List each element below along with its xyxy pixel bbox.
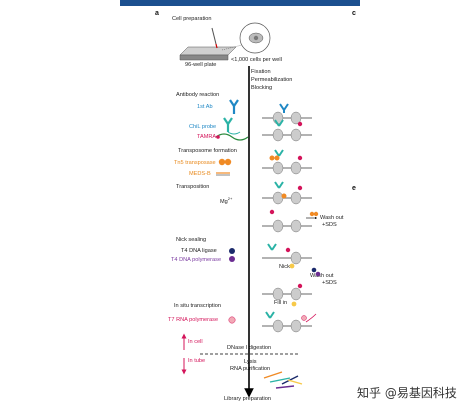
chil-probe-label: ChiL probe <box>189 124 217 130</box>
library-preparation-label: Library preparation <box>224 396 271 402</box>
in-cell-label: In cell <box>188 339 203 345</box>
transposition-title: Transposition <box>176 184 210 190</box>
complex-fill-in <box>262 283 312 307</box>
lysis-label: Lysis <box>244 359 257 365</box>
t4-dna-polymerase-icon <box>229 256 235 262</box>
tamra-label: TAMRA <box>197 134 217 140</box>
fill-in-label: Fill in <box>274 300 288 306</box>
plate-label: 96-well plate <box>185 62 217 68</box>
cell-preparation-title: Cell preparation <box>172 16 212 22</box>
panel-label-c: c <box>352 10 356 17</box>
t4-dna-ligase-icon <box>229 248 235 254</box>
panel-label-a: a <box>155 10 159 17</box>
in-situ-transcription-title: In situ transcription <box>174 303 221 309</box>
wash-out-1-label: Wash out <box>320 215 344 221</box>
complex-wash-1 <box>262 209 319 233</box>
pipette-tip-icon <box>215 43 218 49</box>
cell-zoom-icon <box>221 22 271 54</box>
step-permeabilization: Permeabilization <box>251 77 293 83</box>
complex-antibody-1 <box>262 103 312 125</box>
sds-1-label: +SDS <box>322 222 337 228</box>
complex-transposition <box>262 181 312 205</box>
pipette-icon <box>211 27 217 45</box>
mg-label: Mg2+ <box>220 196 232 205</box>
journal-header-bar <box>120 0 360 6</box>
mg-text: Mg <box>220 198 228 205</box>
complex-transposome <box>262 149 312 175</box>
sds-2-label: +SDS <box>322 280 337 286</box>
transposome-formation-title: Transposome formation <box>178 148 237 154</box>
primary-antibody-icon <box>229 99 239 114</box>
in-tube-label: In tube <box>188 358 206 364</box>
t7-rna-polymerase-icon <box>228 316 236 324</box>
cells-per-well-label: <1,000 cells per well <box>231 57 282 63</box>
96-well-plate-icon <box>179 46 237 61</box>
nick-sealing-title: Nick sealing <box>176 237 207 243</box>
primary-antibody-label: 1st Ab <box>197 104 213 110</box>
complex-antibody-2 <box>262 119 312 142</box>
t7-rna-polymerase-label: T7 RNA polymerase <box>168 317 219 323</box>
tn5-transposase-icon <box>218 158 232 166</box>
rna-purification-label: RNA purification <box>230 366 271 372</box>
tamra-probe-icon <box>215 133 249 141</box>
t4-dna-ligase-label: T4 DNA ligase <box>181 248 217 254</box>
rna-fragments-icon <box>263 371 303 389</box>
nick-label: Nick <box>279 264 290 270</box>
tn5-transposase-label: Tn5 transposase <box>174 160 216 166</box>
step-fixation: Fixation <box>251 69 271 75</box>
complex-nick <box>262 243 321 277</box>
chil-probe-icon <box>223 117 241 135</box>
t4-dna-polymerase-label: T4 DNA polymerase <box>171 257 222 263</box>
antibody-reaction-title: Antibody reaction <box>176 92 220 98</box>
complex-transcription <box>262 311 317 333</box>
step-blocking: Blocking <box>251 85 273 91</box>
mg-superscript: 2+ <box>227 196 233 201</box>
watermark: 知乎 @易基因科技 <box>357 386 457 400</box>
wash-out-2-label: Wash out <box>310 273 334 279</box>
meds-b-icon <box>216 172 230 176</box>
meds-b-label: MEDS-B <box>189 171 211 177</box>
panel-label-e: e <box>352 185 356 192</box>
